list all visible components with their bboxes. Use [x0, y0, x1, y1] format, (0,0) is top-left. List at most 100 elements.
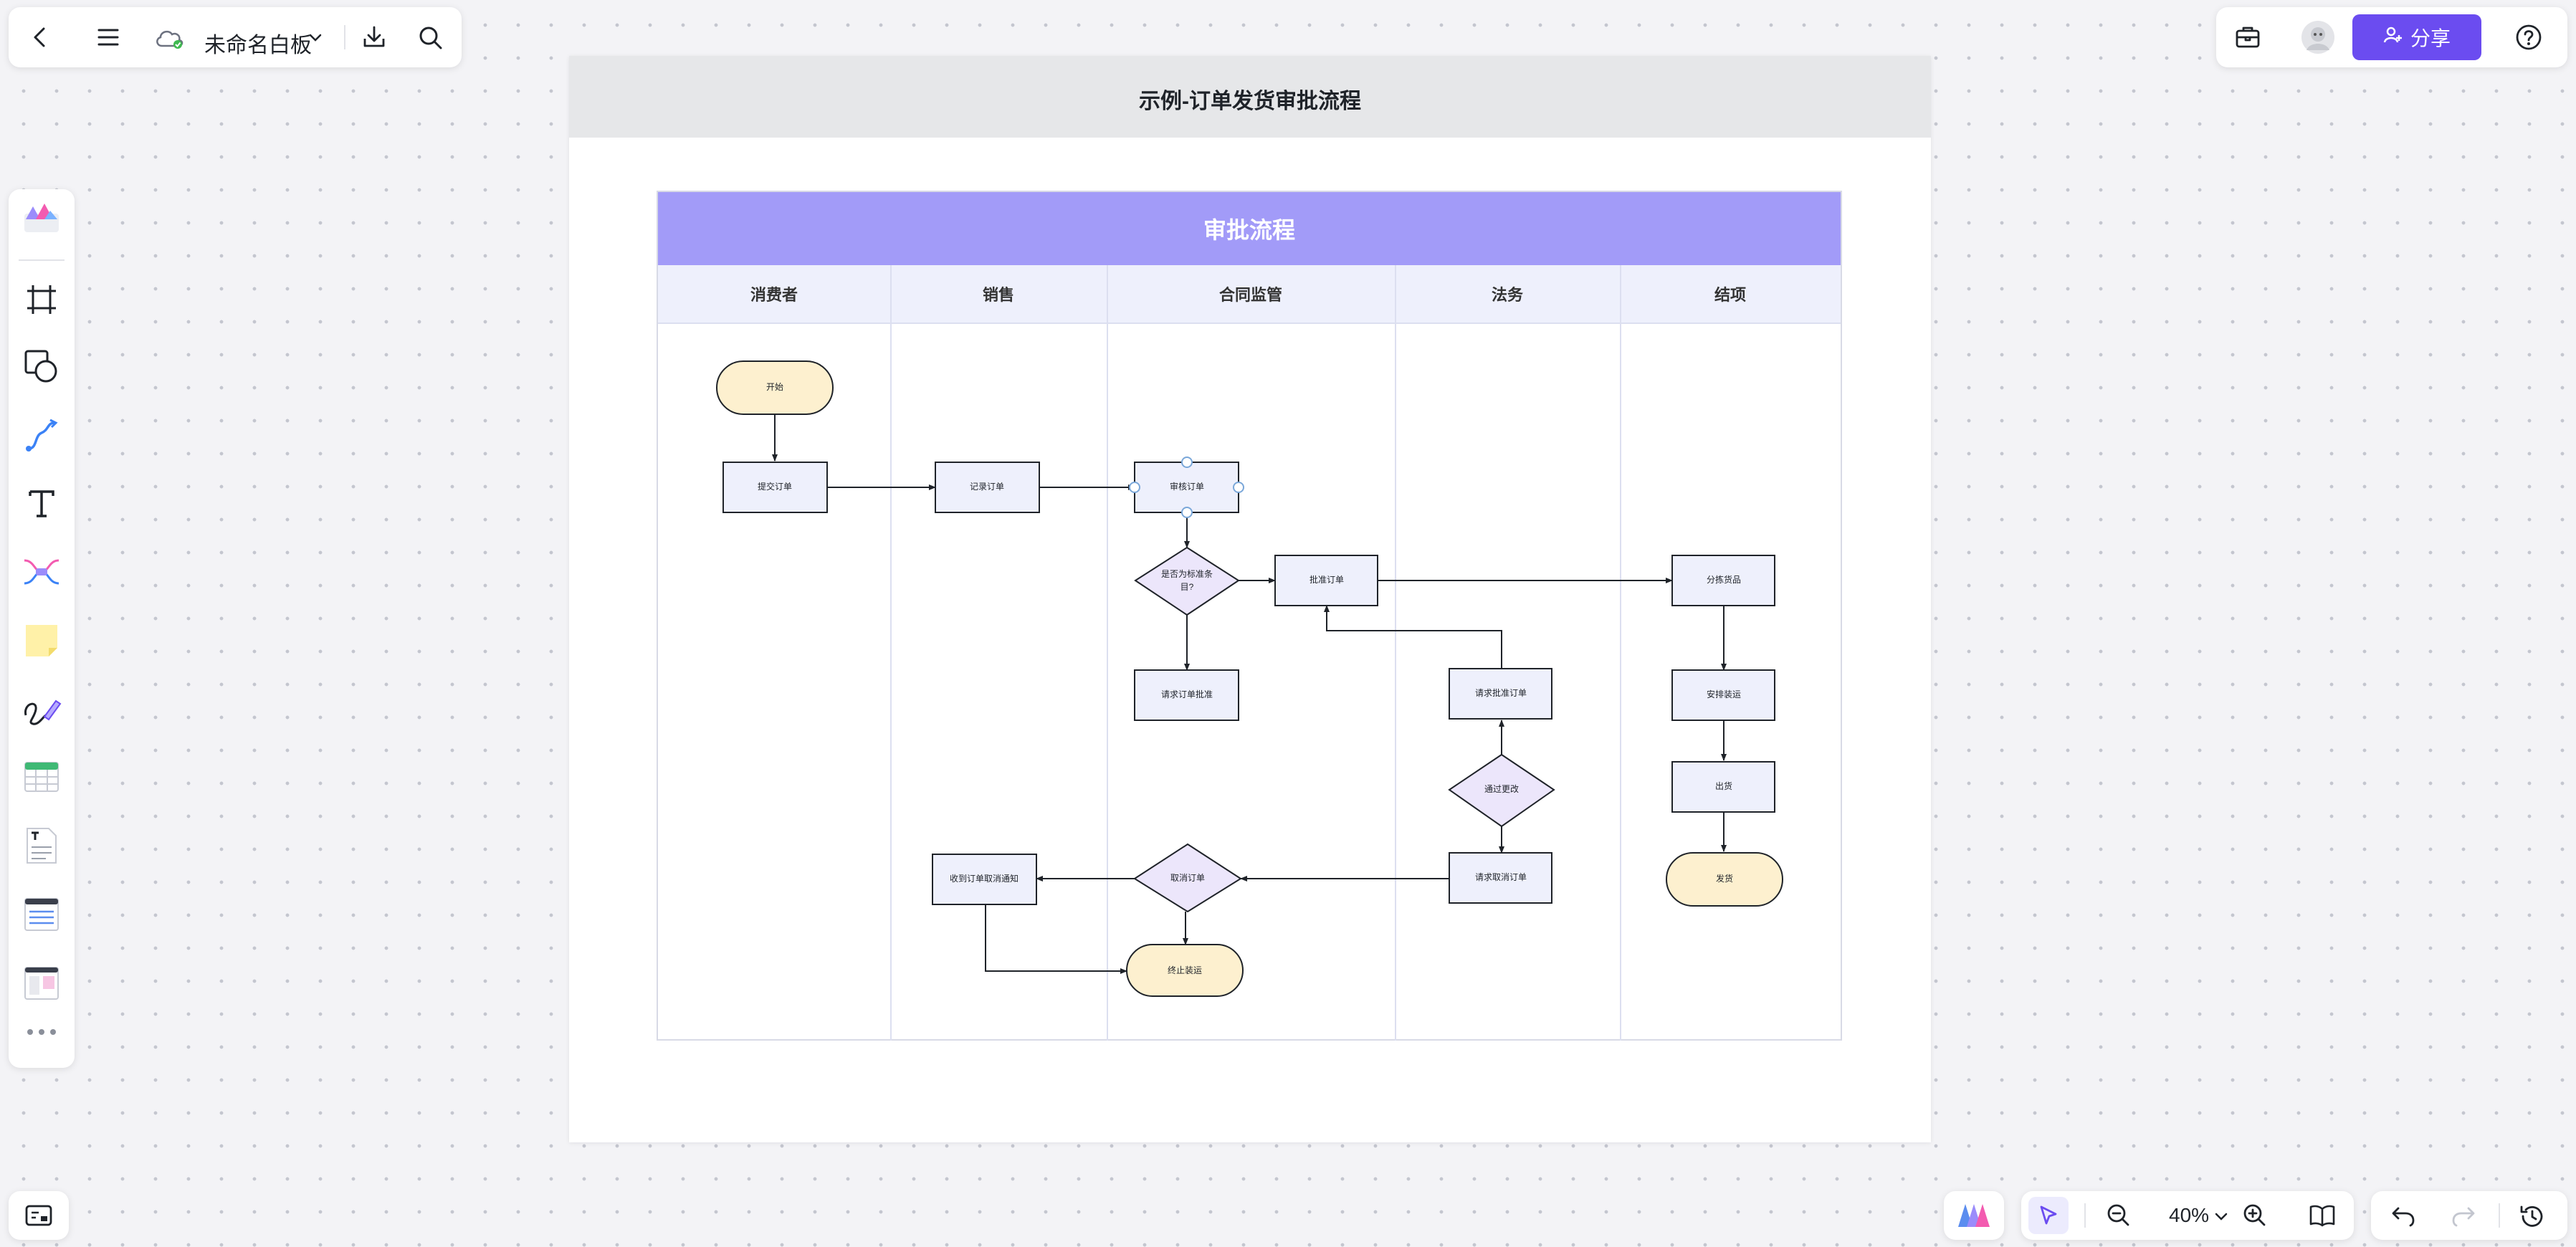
table-icon	[23, 758, 60, 799]
node-standard-terms-decision[interactable]: 是否为标准条 目?	[1134, 546, 1240, 616]
lane-divider	[1107, 265, 1108, 1041]
node-label: 是否为标准条	[1161, 569, 1213, 579]
book-icon[interactable]	[2308, 1203, 2337, 1228]
node-request-order-approval[interactable]: 请求订单批准	[1134, 669, 1239, 721]
document-icon	[23, 826, 60, 869]
avatar[interactable]	[2301, 20, 2335, 54]
lane-header-legal[interactable]: 法务	[1395, 265, 1620, 324]
ai-assistant-panel[interactable]	[1944, 1191, 2004, 1240]
kanban-tool[interactable]	[22, 965, 62, 1005]
selection-handle[interactable]	[1181, 507, 1193, 518]
node-label: 请求取消订单	[1475, 872, 1527, 882]
text-icon	[24, 486, 59, 524]
selection-handle[interactable]	[1181, 457, 1193, 468]
selection-handle[interactable]	[1233, 482, 1244, 493]
node-record-order[interactable]: 记录订单	[935, 462, 1040, 513]
node-arrange-shipment[interactable]: 安排装运	[1671, 669, 1775, 721]
swimlane-board[interactable]: 审批流程 消费者 销售 合同监管 法务 结项	[657, 191, 1842, 1041]
node-pick-goods[interactable]: 分拣货品	[1671, 555, 1775, 606]
zoom-level[interactable]: 40%	[2169, 1204, 2210, 1226]
help-icon[interactable]	[2514, 23, 2543, 52]
mindmap-tool[interactable]	[22, 553, 62, 593]
pen-tool[interactable]	[22, 691, 62, 731]
node-label: 终止装运	[1168, 965, 1202, 975]
node-label: 取消订单	[1170, 873, 1205, 883]
document-tool[interactable]	[22, 827, 62, 867]
board-title[interactable]: 未命名白板	[204, 34, 312, 57]
download-icon[interactable]	[360, 23, 388, 52]
divider	[344, 25, 345, 49]
node-label: 开始	[766, 382, 783, 392]
node-label: 收到订单取消通知	[950, 874, 1019, 884]
zoom-in-icon[interactable]	[2242, 1203, 2268, 1228]
node-pass-change-decision[interactable]: 通过更改	[1448, 753, 1555, 828]
node-submit-order[interactable]: 提交订单	[722, 462, 828, 513]
selection-handle[interactable]	[1129, 482, 1140, 493]
share-button[interactable]: 分享	[2352, 14, 2481, 60]
mindmap-icon	[22, 553, 62, 594]
zoom-panel: 40%	[2021, 1191, 2354, 1240]
lane-header-sales[interactable]: 销售	[890, 265, 1107, 324]
connector-icon	[23, 417, 60, 458]
node-label: 安排装运	[1707, 689, 1741, 699]
more-tools[interactable]	[22, 1013, 62, 1054]
board-banner: 审批流程	[658, 192, 1841, 265]
share-label: 分享	[2410, 27, 2451, 49]
redo-icon[interactable]	[2450, 1203, 2477, 1228]
frame-tool[interactable]	[22, 281, 62, 321]
toolbox-icon[interactable]	[2233, 23, 2262, 52]
template-tool[interactable]	[22, 198, 62, 238]
chevron-down-icon[interactable]	[2213, 1208, 2229, 1224]
undo-icon[interactable]	[2390, 1203, 2417, 1228]
flowchart: 开始 提交订单 记录订单 收到订单取消通知 审核订单	[716, 360, 1783, 997]
chevron-left-icon[interactable]	[29, 24, 52, 50]
node-deliver[interactable]: 发货	[1666, 852, 1783, 907]
node-start[interactable]: 开始	[716, 360, 834, 415]
divider	[2084, 1203, 2086, 1228]
text-tool[interactable]	[22, 484, 62, 525]
node-label: 审核订单	[1170, 481, 1204, 492]
divider	[2499, 1203, 2500, 1228]
node-label: 目?	[1180, 582, 1194, 592]
left-toolbar	[9, 189, 75, 1068]
list-tool[interactable]	[22, 896, 62, 936]
sticky-note-tool[interactable]	[22, 622, 62, 662]
connector	[985, 904, 1127, 974]
node-review-order[interactable]: 审核订单	[1129, 457, 1244, 518]
node-request-approve-order[interactable]: 请求批准订单	[1449, 668, 1552, 720]
node-ship-out[interactable]: 出货	[1671, 761, 1775, 813]
connector-tool[interactable]	[22, 417, 62, 457]
node-receive-cancel-notice[interactable]: 收到订单取消通知	[932, 854, 1037, 905]
node-label: 记录订单	[970, 482, 1004, 492]
kanban-icon	[23, 965, 60, 1005]
top-left-toolbar: 未命名白板	[9, 7, 462, 67]
search-icon[interactable]	[417, 24, 444, 52]
node-stop-shipment[interactable]: 终止装运	[1126, 944, 1244, 997]
node-request-cancel-order[interactable]: 请求取消订单	[1449, 852, 1552, 904]
history-icon[interactable]	[2519, 1203, 2546, 1230]
node-approve-order[interactable]: 批准订单	[1274, 555, 1378, 606]
select-tool[interactable]	[2028, 1197, 2069, 1234]
node-cancel-order-decision[interactable]: 取消订单	[1133, 843, 1242, 913]
ai-logo-icon	[1955, 1201, 1993, 1230]
template-icon	[22, 198, 62, 239]
more-icon	[24, 1026, 59, 1041]
shape-icon	[23, 348, 60, 389]
zoom-out-icon[interactable]	[2106, 1203, 2132, 1228]
minimap-panel[interactable]	[9, 1191, 69, 1240]
history-panel	[2371, 1191, 2567, 1240]
table-tool[interactable]	[22, 758, 62, 798]
node-label: 发货	[1716, 873, 1733, 884]
node-label: 请求订单批准	[1161, 689, 1213, 699]
lane-header-consumer[interactable]: 消费者	[658, 265, 890, 324]
connector	[1324, 605, 1502, 669]
chevron-down-icon[interactable]	[307, 29, 324, 46]
lane-header-close[interactable]: 结项	[1620, 265, 1841, 324]
sticky-note-icon	[23, 622, 60, 663]
shape-tool[interactable]	[22, 348, 62, 388]
lane-header-contract[interactable]: 合同监管	[1107, 265, 1395, 324]
menu-icon[interactable]	[96, 26, 120, 49]
frame-title: 示例-订单发货审批流程	[1139, 90, 1361, 113]
lane-divider	[1395, 265, 1396, 1041]
lane-divider	[1620, 265, 1621, 1041]
